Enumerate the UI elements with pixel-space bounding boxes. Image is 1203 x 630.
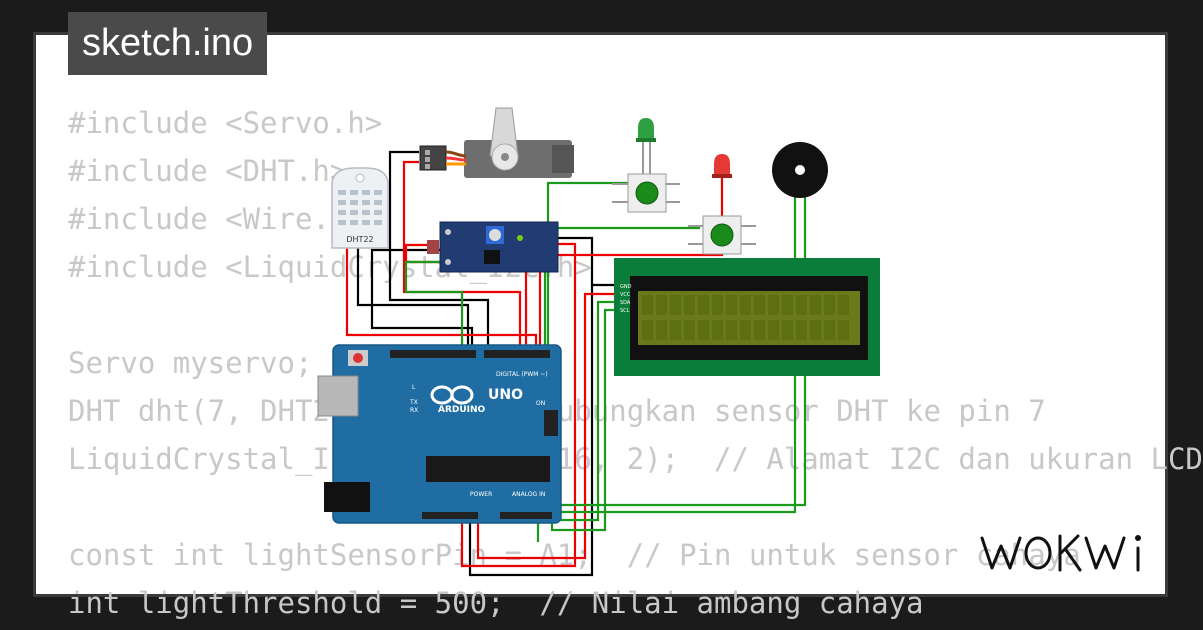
wire-black — [356, 248, 470, 355]
lcd-display[interactable]: GND VCC SDA SCL — [614, 258, 880, 376]
servo-motor[interactable] — [419, 107, 574, 178]
led-red[interactable] — [712, 154, 732, 178]
code-line: #include <DHT.h> — [68, 154, 348, 188]
wire-red — [460, 242, 577, 568]
on-label: ON — [536, 400, 545, 407]
wire-red — [538, 175, 724, 355]
preview-card: #include <Servo.h>#include <DHT.h>#inclu… — [33, 32, 1203, 620]
dht22-sensor[interactable]: DHT22 — [331, 167, 389, 249]
wire-black — [370, 248, 474, 355]
wire-black — [388, 150, 490, 355]
analog-header-label: ANALOG IN — [512, 491, 545, 498]
file-tab[interactable]: sketch.ino — [68, 12, 268, 75]
ldr-module[interactable] — [427, 221, 559, 273]
code-line: int lightThreshold = 500; // Nilai amban… — [68, 586, 924, 620]
arduino-model: UNO — [488, 387, 523, 403]
wire-black — [468, 236, 594, 577]
lcd-pin-gnd: GND — [620, 284, 632, 290]
wire-red — [402, 160, 522, 355]
pushbutton-2[interactable] — [688, 215, 756, 255]
wire-green — [546, 181, 630, 355]
led-green[interactable] — [636, 118, 656, 174]
power-header-label: POWER — [470, 491, 492, 498]
arduino-logo: ARDUINO UNO — [430, 385, 523, 415]
arduino-uno[interactable]: DIGITAL (PWM ~) ARDUINO UNO ON L TX RX P… — [317, 344, 562, 524]
pushbutton-1[interactable] — [612, 173, 680, 213]
digital-header-label: DIGITAL (PWM ~) — [496, 371, 548, 378]
wire-red — [476, 292, 617, 560]
piezo-buzzer[interactable] — [772, 142, 828, 198]
wire-green — [404, 260, 464, 355]
lcd-pin-sda: SDA — [620, 300, 631, 306]
l-label: L — [412, 384, 416, 391]
code-line: Servo myservo; — [68, 346, 313, 380]
wokwi-logo — [978, 528, 1150, 582]
code-line: #include <Servo.h> — [68, 106, 383, 140]
lcd-pin-scl: SCL — [620, 308, 630, 314]
lcd-pin-vcc: VCC — [620, 292, 631, 298]
tx-label: TX — [409, 399, 418, 406]
dht-label: DHT22 — [346, 235, 373, 244]
rx-label: RX — [410, 407, 418, 414]
wire-green — [550, 308, 617, 532]
arduino-brand: ARDUINO — [438, 405, 486, 415]
